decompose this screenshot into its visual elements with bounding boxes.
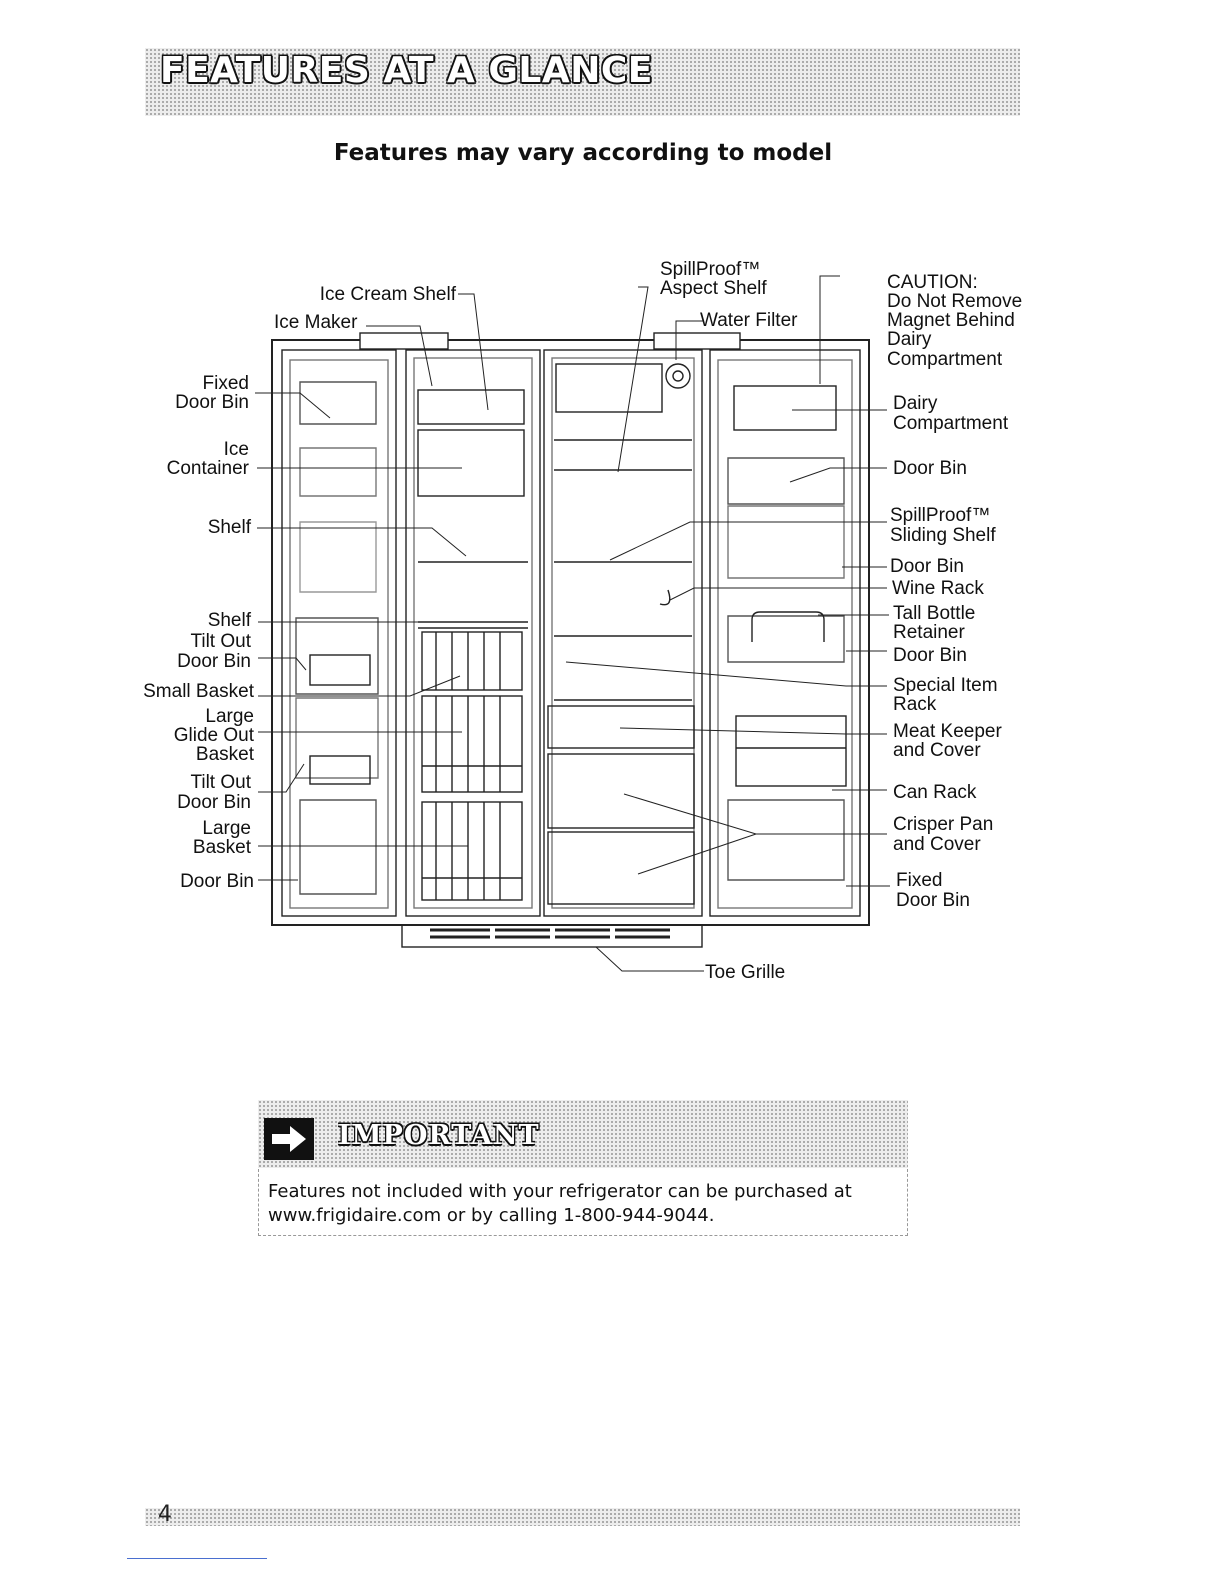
label-caution-line3: Magnet Behind	[887, 310, 1015, 331]
label-tall-bottle-2: Retainer	[893, 622, 965, 643]
arrow-right-icon	[264, 1118, 314, 1160]
label-water-filter: Water Filter	[700, 310, 798, 331]
label-wine-rack: Wine Rack	[892, 578, 984, 599]
label-door-bin-right-3: Door Bin	[893, 645, 967, 666]
refrigerator-outline	[271, 332, 870, 948]
label-door-bin-right-1: Door Bin	[893, 458, 967, 479]
label-special-item: Special Item	[893, 675, 998, 696]
page-title: FEATURES AT A GLANCE	[160, 50, 653, 91]
important-line-1: Features not included with your refriger…	[268, 1181, 852, 1202]
label-crisper-2: and Cover	[893, 834, 981, 855]
label-sliding-shelf: SpillProof™	[890, 505, 990, 526]
page-subtitle: Features may vary according to model	[333, 140, 833, 166]
label-door-bin-right-2: Door Bin	[890, 556, 964, 577]
label-caution: CAUTION:	[887, 272, 978, 293]
important-line-2: www.frigidaire.com or by calling 1-800-9…	[268, 1205, 715, 1226]
label-aspect-shelf: Aspect Shelf	[660, 278, 767, 299]
label-glide-out-1: Large	[205, 706, 254, 727]
label-caution-line2: Do Not Remove	[887, 291, 1022, 312]
label-toe-grille: Toe Grille	[705, 962, 785, 983]
label-tilt-out-2-bin: Door Bin	[177, 792, 251, 813]
label-fixed-door-bin-left-2: Door Bin	[175, 392, 249, 413]
label-shelf-upper: Shelf	[208, 517, 252, 538]
label-ice-container: Ice	[224, 439, 249, 460]
label-tilt-out-1: Tilt Out	[190, 631, 251, 652]
page-number: 4	[158, 1502, 172, 1527]
label-door-bin-left: Door Bin	[180, 871, 254, 892]
label-tilt-out-1-bin: Door Bin	[177, 651, 251, 672]
label-glide-out-2: Glide Out	[174, 725, 255, 746]
refrigerator-diagram: SpillProof™ Aspect Shelf Ice Cream Shelf…	[143, 259, 1022, 983]
label-meat-keeper-2: and Cover	[893, 740, 981, 761]
label-tall-bottle: Tall Bottle	[893, 603, 975, 624]
label-spillproof-aspect: SpillProof™	[660, 259, 760, 280]
label-large-basket-2: Basket	[193, 837, 252, 858]
label-tilt-out-2: Tilt Out	[190, 772, 251, 793]
label-caution-line5: Compartment	[887, 349, 1003, 370]
label-ice-cream-shelf: Ice Cream Shelf	[320, 284, 457, 305]
important-band	[258, 1100, 908, 1168]
label-ice-container-2: Container	[167, 458, 250, 479]
label-small-basket: Small Basket	[143, 681, 255, 702]
important-title: IMPORTANT	[338, 1120, 540, 1151]
label-sliding-shelf-2: Sliding Shelf	[890, 525, 996, 546]
label-dairy-2: Compartment	[893, 413, 1009, 434]
label-caution-line4: Dairy	[887, 329, 932, 350]
label-large-basket: Large	[202, 818, 251, 839]
label-special-item-2: Rack	[893, 694, 937, 715]
leader-lines	[255, 275, 890, 972]
header-band	[145, 48, 1020, 116]
label-ice-maker: Ice Maker	[274, 312, 358, 333]
important-text: Features not included with your refriger…	[268, 1180, 888, 1228]
label-shelf-lower: Shelf	[208, 610, 252, 631]
label-fixed-door-bin-right: Fixed	[896, 870, 942, 891]
bottom-line	[127, 1558, 267, 1559]
label-crisper: Crisper Pan	[893, 814, 993, 835]
label-glide-out-3: Basket	[196, 744, 255, 765]
label-can-rack: Can Rack	[893, 782, 977, 803]
label-meat-keeper: Meat Keeper	[893, 721, 1002, 742]
label-fixed-door-bin-left: Fixed	[203, 373, 249, 394]
diagram-labels: SpillProof™ Aspect Shelf Ice Cream Shelf…	[143, 259, 1022, 983]
footer-band	[145, 1508, 1020, 1526]
label-dairy: Dairy	[893, 393, 938, 414]
label-fixed-door-bin-right-2: Door Bin	[896, 890, 970, 911]
